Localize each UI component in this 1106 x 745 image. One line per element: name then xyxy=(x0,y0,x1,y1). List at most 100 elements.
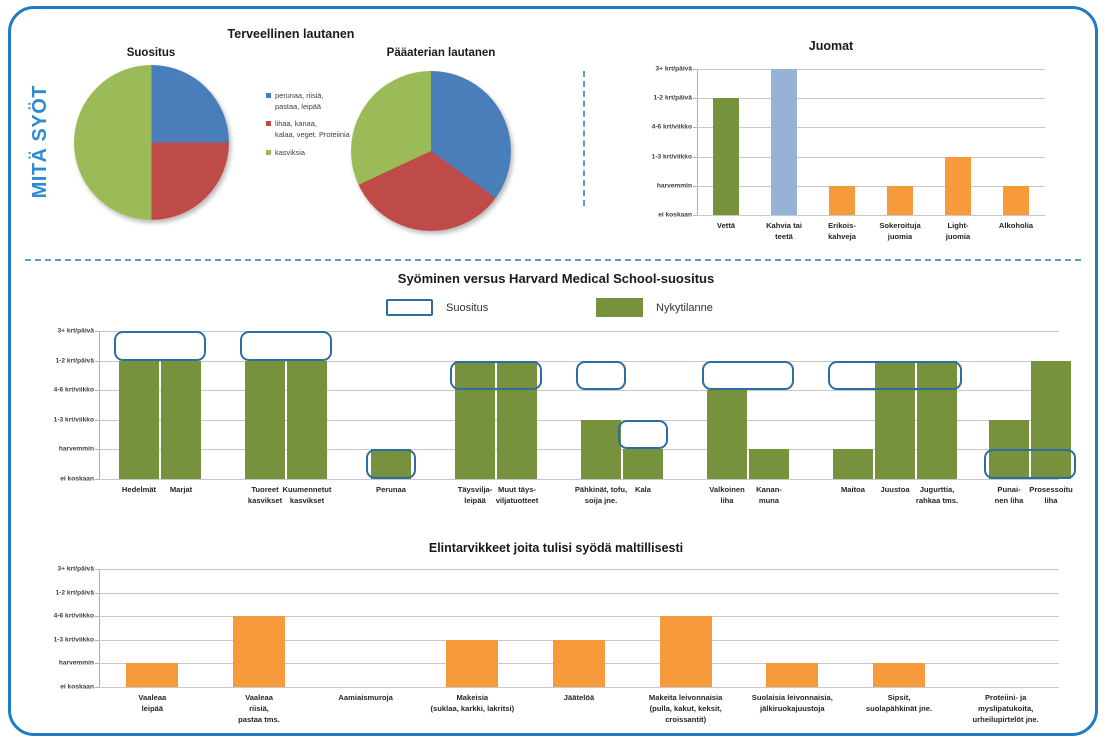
y-axis-label: harvemmin xyxy=(656,182,692,190)
maltillisesti-section: Elintarvikkeet joita tulisi syödä maltil… xyxy=(31,537,1081,737)
y-axis-label: 3+ krt/päivä xyxy=(57,565,94,573)
y-axis-label: 1-2 krt/päivä xyxy=(55,357,94,365)
bar xyxy=(833,449,873,479)
bar xyxy=(233,616,285,687)
gridline xyxy=(697,156,1045,158)
x-axis-label: Punai- nen liha xyxy=(994,485,1024,505)
x-axis-label: Proteiini- ja myslipatukoita, urheilupir… xyxy=(972,693,1039,724)
x-axis-label: Hedelmät xyxy=(121,485,157,494)
gridline xyxy=(697,98,1045,100)
bar xyxy=(581,419,621,479)
recommendation-box xyxy=(450,360,542,391)
juomat-y-axis xyxy=(697,69,698,215)
plate-legend: perunaa, riisiä, pastaa, leipää lihaa, k… xyxy=(266,91,376,166)
x-axis-label: Jäätelöä xyxy=(563,693,595,702)
x-axis-label: Marjat xyxy=(169,485,193,494)
recommendation-box xyxy=(576,360,626,391)
gridline xyxy=(697,185,1045,187)
x-axis-label: Makeisia (suklaa, karkki, lakritsi) xyxy=(430,693,515,713)
y-tick xyxy=(693,185,697,187)
bar xyxy=(623,449,663,479)
gridline xyxy=(99,331,1059,332)
harvard-y-axis xyxy=(99,331,100,479)
y-tick xyxy=(693,98,697,100)
bar xyxy=(1031,360,1071,479)
x-axis-label: Muut täys- viljatuotteet xyxy=(495,485,539,505)
recommendation-box xyxy=(984,449,1076,479)
y-tick xyxy=(693,156,697,158)
x-axis-label: Jugurttia, rahkaa tms. xyxy=(915,485,959,505)
y-tick xyxy=(95,687,99,688)
paaaterian-pie-chart xyxy=(351,71,511,231)
harvard-section: Syöminen versus Harvard Medical School-s… xyxy=(31,267,1081,525)
bar xyxy=(917,360,957,479)
harvard-title: Syöminen versus Harvard Medical School-s… xyxy=(397,271,715,286)
x-axis-label: Light- juomia xyxy=(945,221,971,241)
bar xyxy=(875,360,915,479)
x-axis-label: Vaaleaa leipää xyxy=(138,693,167,713)
x-axis-label: Prosessoitu liha xyxy=(1029,485,1073,505)
legend-swatch-filled xyxy=(596,298,643,317)
y-axis-label: ei koskaan xyxy=(60,683,94,691)
legend-item: kasviksia xyxy=(266,148,376,159)
gridline xyxy=(697,69,1045,70)
y-axis-label: 1-3 krt/viikko xyxy=(53,416,94,424)
y-axis-label: 1-2 krt/päivä xyxy=(55,589,94,597)
y-axis-label: 1-3 krt/viikko xyxy=(651,153,692,161)
bar xyxy=(497,360,537,479)
y-axis-label: 4-6 krt/viikko xyxy=(53,386,94,394)
gridline xyxy=(697,215,1045,216)
bar xyxy=(119,360,159,479)
y-tick xyxy=(95,479,99,480)
x-axis-label: Alkoholia xyxy=(998,221,1034,230)
maltillisesti-title: Elintarvikkeet joita tulisi syödä maltil… xyxy=(428,541,684,555)
x-axis-label: Erikois- kahveja xyxy=(828,221,856,241)
y-tick xyxy=(693,127,697,129)
y-tick xyxy=(95,360,99,362)
gridline xyxy=(99,592,1059,594)
bar xyxy=(707,390,747,479)
x-axis-label: Kanan- muna xyxy=(756,485,782,505)
divider-top xyxy=(25,259,1081,261)
x-axis-label: Perunaa xyxy=(376,485,406,494)
y-axis-label: ei koskaan xyxy=(60,475,94,483)
y-tick xyxy=(95,449,99,451)
suositus-pie-title: Suositus xyxy=(126,47,176,59)
x-axis-label: Suolaisia leivonnaisia, jälkiruokajuusto… xyxy=(751,693,833,713)
y-tick xyxy=(693,215,697,216)
suositus-pie-chart xyxy=(74,65,229,220)
bar xyxy=(766,663,819,687)
recommendation-box xyxy=(828,360,962,391)
bar xyxy=(245,360,285,479)
x-axis-label: Juustoa xyxy=(880,485,910,494)
recommendation-box xyxy=(240,331,332,361)
gridline xyxy=(697,127,1045,129)
gridline xyxy=(99,390,1059,392)
plate-section-title: Terveellinen lautanen xyxy=(227,27,355,41)
bar xyxy=(455,360,495,479)
bar xyxy=(713,98,739,215)
bar xyxy=(161,360,201,479)
gridline xyxy=(99,419,1059,421)
y-tick xyxy=(95,569,99,570)
y-axis-label: 3+ krt/päivä xyxy=(57,327,94,335)
poster-frame: MITÄ SYÖT Terveellinen lautanen Suositus… xyxy=(8,6,1098,736)
recommendation-box xyxy=(114,331,206,361)
legend-swatch-outline xyxy=(386,299,433,316)
y-axis-label: 4-6 krt/viikko xyxy=(53,612,94,620)
gridline xyxy=(99,616,1059,618)
y-tick xyxy=(693,69,697,70)
side-label-text: MITÄ SYÖT xyxy=(28,85,51,199)
legend-label: Nykytilanne xyxy=(656,301,713,314)
x-axis-label: Kala xyxy=(634,485,652,494)
x-axis-label: Valkoinen liha xyxy=(709,485,745,505)
legend-label: kasviksia xyxy=(275,147,305,157)
bar xyxy=(659,616,712,687)
bar xyxy=(446,639,499,687)
x-axis-label: Tuoreet kasvikset xyxy=(247,485,283,505)
x-axis-label: Aamiaismuroja xyxy=(338,693,393,702)
bar xyxy=(873,663,925,687)
